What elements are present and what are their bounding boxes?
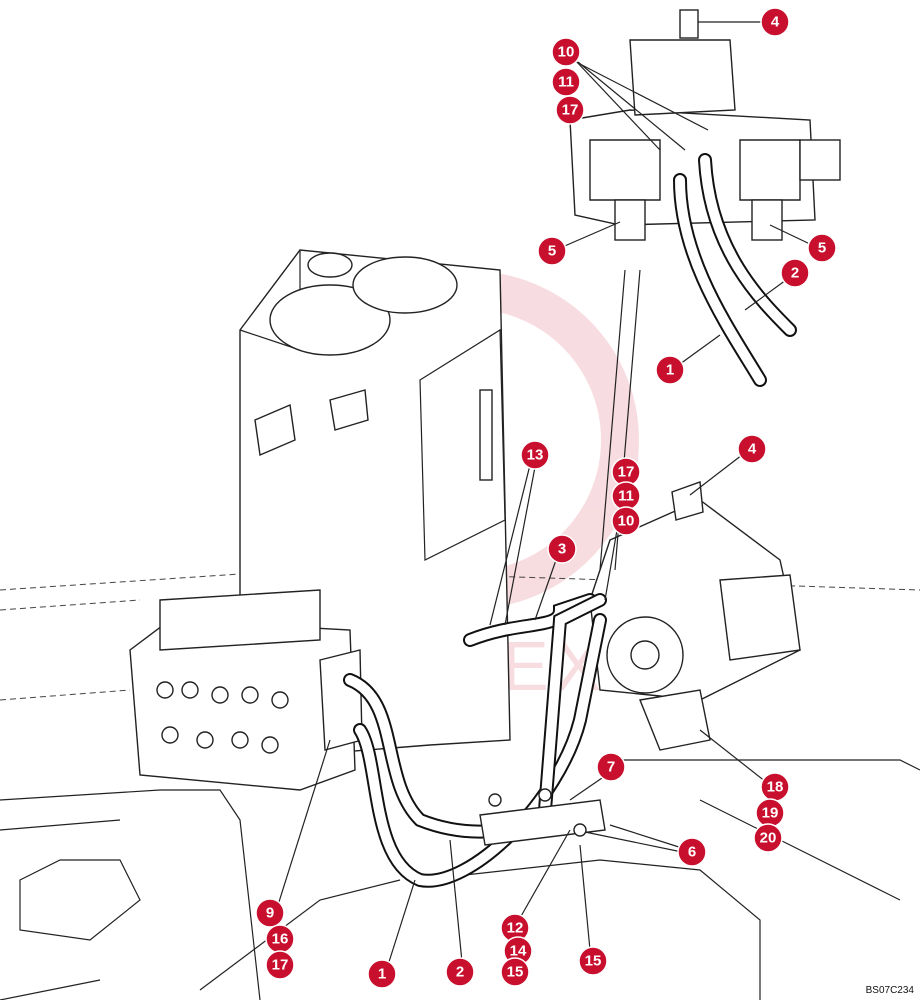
callout-label: 11 [558,74,574,91]
hoses [343,153,797,888]
callout-label: 15 [507,964,524,981]
main-pump-detail [569,9,841,241]
callout-label: 13 [527,447,544,464]
callout-label: 20 [760,830,777,847]
callout-label: 17 [272,957,289,974]
callout-marker [737,434,767,464]
callout-label: 9 [266,905,274,922]
callout-c1-top: 1 [655,355,685,385]
callout-label: 5 [818,240,826,257]
callout-c2-bot: 2 [445,957,475,987]
callout-c9: 9 [255,898,285,928]
callout-label: 4 [748,441,757,458]
callout-label: 6 [688,844,696,861]
callout-label: 10 [618,513,635,530]
callout-label: 4 [771,14,780,31]
callout-c2-top: 2 [780,258,810,288]
callout-label: 14 [510,943,527,960]
callout-label: 10 [558,44,575,61]
callout-label: 16 [272,931,289,948]
callout-c18: 18 [760,772,790,802]
callout-c4-mid: 4 [737,434,767,464]
callout-c4-top: 4 [760,7,790,37]
callout-label: 5 [548,243,556,260]
callout-c17-top: 17 [555,95,585,125]
leader-lines [277,21,813,966]
reference-code: BS07C234 [865,985,914,996]
callout-marker [551,37,581,67]
callout-c10-mid: 10 [611,506,641,536]
callout-c5-left: 5 [537,236,567,266]
control-valve-block [129,589,363,791]
callout-label: 3 [558,541,566,558]
callout-c12: 12 [500,913,530,943]
main-pump-installed [589,481,801,751]
callout-c15-b: 15 [578,946,608,976]
callout-marker [500,957,530,987]
callout-c6: 6 [677,837,707,867]
callout-label: 15 [585,953,602,970]
callout-c13: 13 [520,440,550,470]
callout-label: 19 [762,805,779,822]
callout-marker [578,946,608,976]
callout-marker [807,233,837,263]
callout-c5-right: 5 [807,233,837,263]
callout-marker [753,823,783,853]
callout-c1-bot: 1 [367,959,397,989]
callout-marker [780,258,810,288]
callout-label: 7 [607,759,615,776]
callout-marker [367,959,397,989]
callout-marker [547,534,577,564]
callout-label: 17 [618,464,635,481]
callout-c19: 19 [755,798,785,828]
callout-c7: 7 [596,752,626,782]
callout-label: 2 [456,964,464,981]
callout-marker [677,837,707,867]
callout-c11-mid: 11 [611,481,641,511]
callout-marker [760,7,790,37]
callout-label: 12 [507,920,524,937]
callout-label: 18 [767,779,784,796]
callout-marker [255,898,285,928]
clamp-bar [479,788,606,846]
callout-c3: 3 [547,534,577,564]
callout-marker [265,950,295,980]
callout-marker [596,752,626,782]
callout-c11-top: 11 [551,67,581,97]
callout-label: 1 [666,362,674,379]
callout-marker [537,236,567,266]
callout-marker [520,440,550,470]
callout-label: 11 [618,488,634,505]
callout-marker [655,355,685,385]
callout-c10-top: 10 [551,37,581,67]
callout-c20: 20 [753,823,783,853]
callout-marker [445,957,475,987]
callout-label: 2 [791,265,799,282]
callout-c16: 16 [265,924,295,954]
callout-marker [611,506,641,536]
callout-label: 17 [562,102,579,119]
callout-label: 1 [378,966,386,983]
callout-c15-a: 15 [500,957,530,987]
callout-marker [555,95,585,125]
callout-c17-bot: 17 [265,950,295,980]
